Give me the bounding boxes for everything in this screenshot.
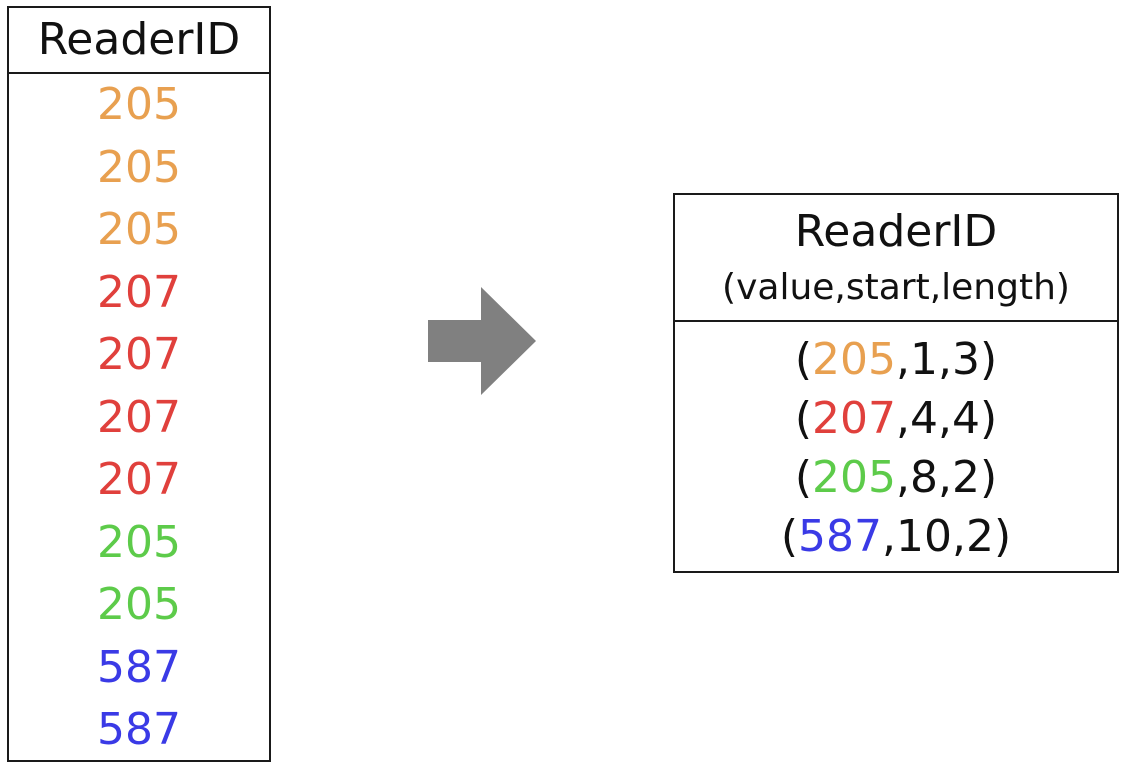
raw-cell-value: 207 <box>97 329 181 381</box>
raw-row: 207 <box>9 387 269 450</box>
rle-table-subtitle: (value,start,length) <box>722 266 1070 308</box>
raw-row: 205 <box>9 199 269 262</box>
raw-row: 205 <box>9 74 269 137</box>
raw-cell-value: 587 <box>97 641 181 693</box>
rle-start-length: ,4,4) <box>896 392 998 444</box>
raw-cell-value: 587 <box>97 704 181 756</box>
rle-row: (207,4,4) <box>675 389 1117 448</box>
rle-row: (205,8,2) <box>675 448 1117 507</box>
rle-open-paren: ( <box>794 451 813 503</box>
raw-row: 205 <box>9 512 269 575</box>
raw-row: 207 <box>9 262 269 325</box>
raw-table-header: ReaderID <box>9 8 269 74</box>
rle-value: 205 <box>812 333 896 385</box>
rle-open-paren: ( <box>794 333 813 385</box>
raw-cell-value: 205 <box>97 579 181 631</box>
raw-cell-value: 205 <box>97 204 181 256</box>
right-arrow-icon <box>428 287 536 395</box>
rle-open-paren: ( <box>794 392 813 444</box>
rle-start-length: ,1,3) <box>896 333 998 385</box>
rle-value: 587 <box>798 510 883 562</box>
raw-cell-value: 205 <box>97 79 181 131</box>
rle-start-length: ,8,2) <box>896 451 998 503</box>
rle-table-title: ReaderID <box>794 205 998 257</box>
rle-open-paren: ( <box>780 510 799 562</box>
rle-value: 205 <box>812 451 896 503</box>
rle-table-body: (205,1,3) (207,4,4) (205,8,2) (587,10,2) <box>675 322 1117 566</box>
raw-table-body: 205 205 205 207 207 207 207 205 205 587 … <box>9 74 269 762</box>
rle-start-length: ,10,2) <box>882 510 1012 562</box>
rle-value: 207 <box>812 392 896 444</box>
raw-cell-value: 207 <box>97 266 181 318</box>
raw-row: 587 <box>9 637 269 700</box>
rle-row: (205,1,3) <box>675 330 1117 389</box>
rle-table-header: ReaderID (value,start,length) <box>675 195 1117 322</box>
raw-row: 207 <box>9 324 269 387</box>
raw-cell-value: 207 <box>97 391 181 443</box>
raw-row: 205 <box>9 137 269 200</box>
raw-row: 587 <box>9 699 269 762</box>
rle-readerid-table: ReaderID (value,start,length) (205,1,3) … <box>673 193 1119 573</box>
arrow-shape <box>428 287 536 395</box>
raw-cell-value: 205 <box>97 516 181 568</box>
raw-row: 207 <box>9 449 269 512</box>
rle-row: (587,10,2) <box>675 507 1117 566</box>
raw-cell-value: 207 <box>97 454 181 506</box>
raw-row: 205 <box>9 574 269 637</box>
raw-readerid-table: ReaderID 205 205 205 207 207 207 207 205… <box>7 6 271 762</box>
raw-cell-value: 205 <box>97 141 181 193</box>
